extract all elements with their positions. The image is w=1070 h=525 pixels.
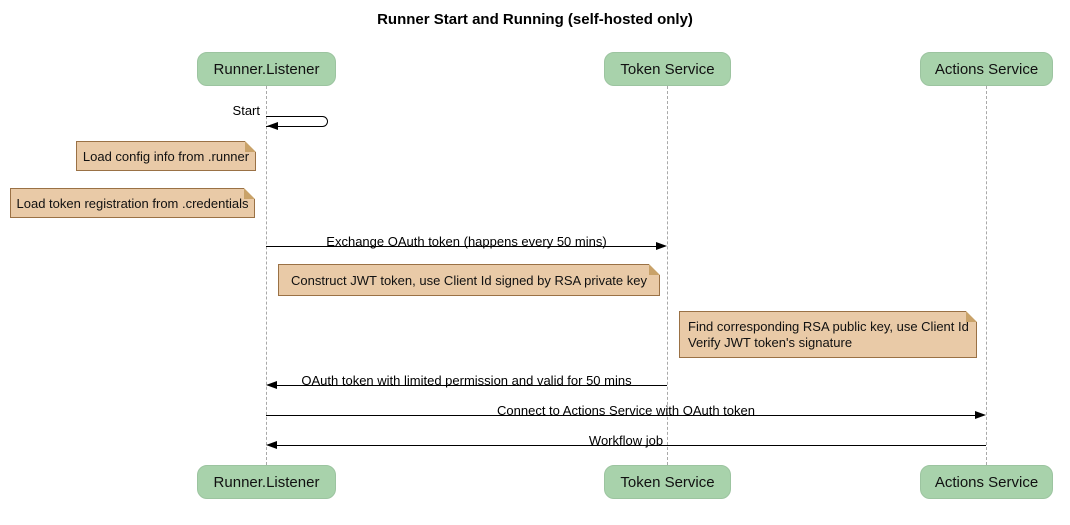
self-message-loop [266,116,328,127]
message-label-workflow-job: Workflow job [588,433,664,448]
message-label-connect-actions: Connect to Actions Service with OAuth to… [497,403,755,418]
note-fold-icon [649,264,660,275]
participant-top-runner-listener: Runner.Listener [197,52,336,86]
participant-label: Actions Service [934,60,1039,78]
note-fold-icon [244,188,255,199]
message-line [276,385,667,386]
lifeline-token-service [667,86,668,465]
note-load-config: Load config info from .runner [76,141,256,171]
note-text: Construct JWT token, use Client Id signe… [291,272,647,288]
message-line [276,445,986,446]
participant-bottom-actions-service: Actions Service [920,465,1053,499]
note-text: Load token registration from .credential… [16,195,249,211]
message-line [266,415,976,416]
arrowhead-right-icon [656,242,667,250]
note-text-line2: Verify JWT token's signature [688,334,853,350]
note-load-token-registration: Load token registration from .credential… [10,188,255,218]
message-label-start: Start [232,103,260,118]
participant-label: Actions Service [934,473,1039,491]
participant-bottom-runner-listener: Runner.Listener [197,465,336,499]
lifeline-actions-service [986,86,987,465]
note-verify-jwt: Find corresponding RSA public key, use C… [679,311,977,358]
note-construct-jwt: Construct JWT token, use Client Id signe… [278,264,660,296]
lifeline-runner-listener [266,86,267,465]
note-text: Load config info from .runner [82,148,250,164]
arrowhead-left-icon [266,381,277,389]
participant-label: Runner.Listener [213,60,320,78]
participant-bottom-token-service: Token Service [604,465,731,499]
note-text-line1: Find corresponding RSA public key, use C… [688,318,969,334]
participant-label: Runner.Listener [213,473,320,491]
message-line [266,246,657,247]
participant-top-token-service: Token Service [604,52,731,86]
participant-label: Token Service [620,60,715,78]
arrowhead-right-icon [975,411,986,419]
note-fold-icon [245,141,256,152]
diagram-title: Runner Start and Running (self-hosted on… [377,11,693,28]
participant-top-actions-service: Actions Service [920,52,1053,86]
message-label-oauth-token-back: OAuth token with limited permission and … [301,373,632,388]
arrowhead-left-icon [267,122,278,130]
participant-label: Token Service [620,473,715,491]
message-label-exchange-oauth: Exchange OAuth token (happens every 50 m… [326,234,607,249]
note-fold-icon [966,311,977,322]
arrowhead-left-icon [266,441,277,449]
